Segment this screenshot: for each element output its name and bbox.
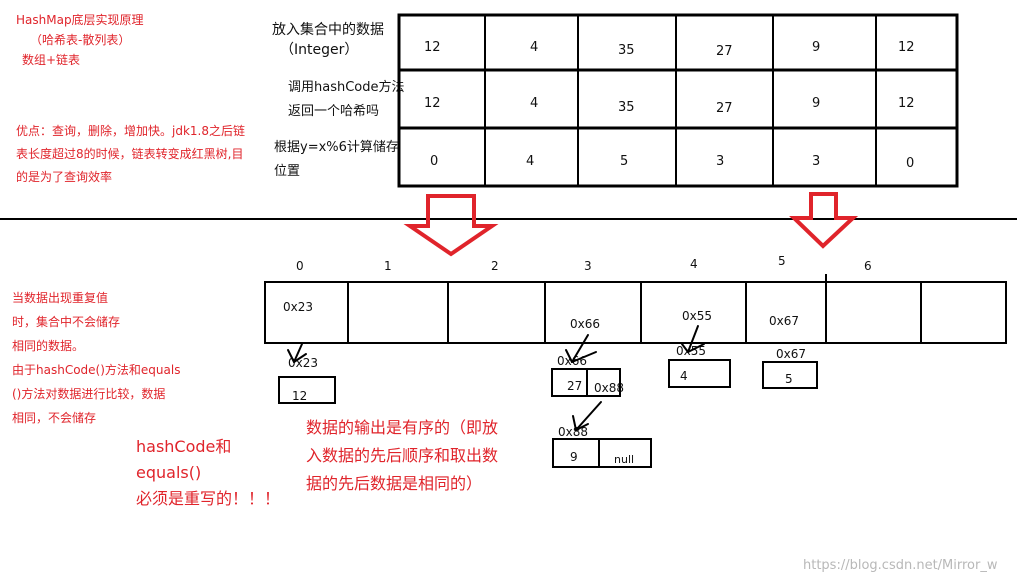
node-box [668,359,731,388]
row-label-line: 返回一个哈希吗 [288,104,380,119]
note-line: hashCode和 [136,437,232,456]
row-label-hash: 调用hashCode方法 返回一个哈希吗 [288,76,405,124]
down-arrow-icon [403,194,499,257]
note-line: HashMap底层实现原理 [16,13,144,27]
cell-r0-c3: 27 [716,44,733,59]
array-index: 5 [778,254,786,268]
array-cell-ref: 0x23 [283,300,314,314]
cell-r1-c1: 4 [530,96,539,111]
note-line: 时，集合中不会储存 [12,315,121,329]
cell-r2-c3: 3 [716,154,725,169]
chain3-value: 27 [567,379,583,393]
chain3-node2-next: null [614,453,635,466]
chain-nodes [278,359,818,468]
array-index: 6 [864,259,872,273]
node-box [278,376,336,404]
row-label-index: 根据y=x%6计算储存 位置 [274,136,399,184]
cell-r2-c1: 4 [526,154,535,169]
array-index: 2 [491,259,499,273]
pointer-arrow-icon [565,334,597,363]
note-line: 数据的输出是有序的（即放 [306,418,499,437]
note-line: equals() [136,463,202,482]
table-grid [397,13,959,188]
down-arrow-icon [789,192,859,249]
chain3-node2-value: 9 [570,450,578,464]
note-line: 优点：查询，删除，增加快。jdk1.8之后链 [16,124,245,138]
watermark: https://blog.csdn.net/Mirror_w [803,558,998,573]
override-notes: hashCode和 equals() 必须是重写的！！！ [136,434,280,512]
note-line: 数组+链表 [22,53,81,67]
note-line: 当数据出现重复值 [12,291,109,305]
pointer-arrow-icon [681,325,705,353]
pointer-arrow-icon [572,401,602,431]
order-notes: 数据的输出是有序的（即放 入数据的先后顺序和取出数 据的先后数据是相同的） [306,414,498,498]
cell-r0-c0: 12 [424,40,441,55]
note-line: 相同的数据。 [12,339,85,353]
chain5-value: 5 [785,372,793,386]
array-cell-ref: 0x67 [769,314,800,328]
node-box [762,361,818,389]
array-index: 3 [584,259,592,273]
row-label-line: （Integer） [280,42,359,58]
chain5-ref: 0x67 [776,347,807,361]
chain3-next-ref: 0x88 [594,381,625,395]
cell-r2-c4: 3 [812,154,821,169]
array-cell-ref: 0x55 [682,309,713,323]
pointer-arrows [287,325,705,431]
row-label-data: 放入集合中的数据 （Integer） [272,20,384,60]
note-line: 由于hashCode()方法和equals [12,363,181,377]
bucket-array [264,274,1007,344]
row-label-line: 调用hashCode方法 [288,80,405,95]
row-label-line: 放入集合中的数据 [272,22,384,38]
cell-r0-c4: 9 [812,40,821,55]
cell-r1-c5: 12 [898,96,915,111]
chain4-value: 4 [680,369,688,383]
node-box [552,438,652,468]
cell-r2-c0: 0 [430,154,439,169]
pointer-arrow-icon [287,343,307,363]
note-line: 表长度超过8的时候，链表转变成红黑树,目 [16,147,244,161]
note-line: ()方法对数据进行比较，数据 [12,387,166,401]
array-cell-ref: 0x66 [570,317,601,331]
cell-r1-c2: 35 [618,100,635,115]
note-line: 相同，不会储存 [12,411,97,425]
cell-r2-c5: 0 [906,156,915,171]
cell-r0-c2: 35 [618,43,635,58]
row-label-line: 位置 [274,164,301,179]
array-index: 1 [384,259,392,273]
cell-r1-c0: 12 [424,96,441,111]
note-line: （哈希表-散列表） [30,33,131,47]
cell-r0-c1: 4 [530,40,539,55]
chain0-value: 12 [292,389,308,403]
cell-r1-c3: 27 [716,101,733,116]
cell-r1-c4: 9 [812,96,821,111]
cell-r2-c2: 5 [620,154,629,169]
array-index: 4 [690,257,698,271]
cell-r0-c5: 12 [898,40,915,55]
array-index: 0 [296,259,304,273]
duplicate-notes: 当数据出现重复值 时，集合中不会储存 相同的数据。 由于hashCode()方法… [12,286,180,430]
bucket-array-border [264,281,1007,344]
note-line: 的是为了查询效率 [16,170,113,184]
table-border [397,13,959,188]
title-notes: HashMap底层实现原理 （哈希表-散列表） 数组+链表 [16,10,144,70]
note-line: 据的先后数据是相同的） [306,474,483,493]
advantage-notes: 优点：查询，删除，增加快。jdk1.8之后链 表长度超过8的时候，链表转变成红黑… [16,120,245,189]
note-line: 入数据的先后顺序和取出数 [306,446,499,465]
note-line: 必须是重写的！！！ [136,489,281,508]
row-label-line: 根据y=x%6计算储存 [274,140,399,155]
